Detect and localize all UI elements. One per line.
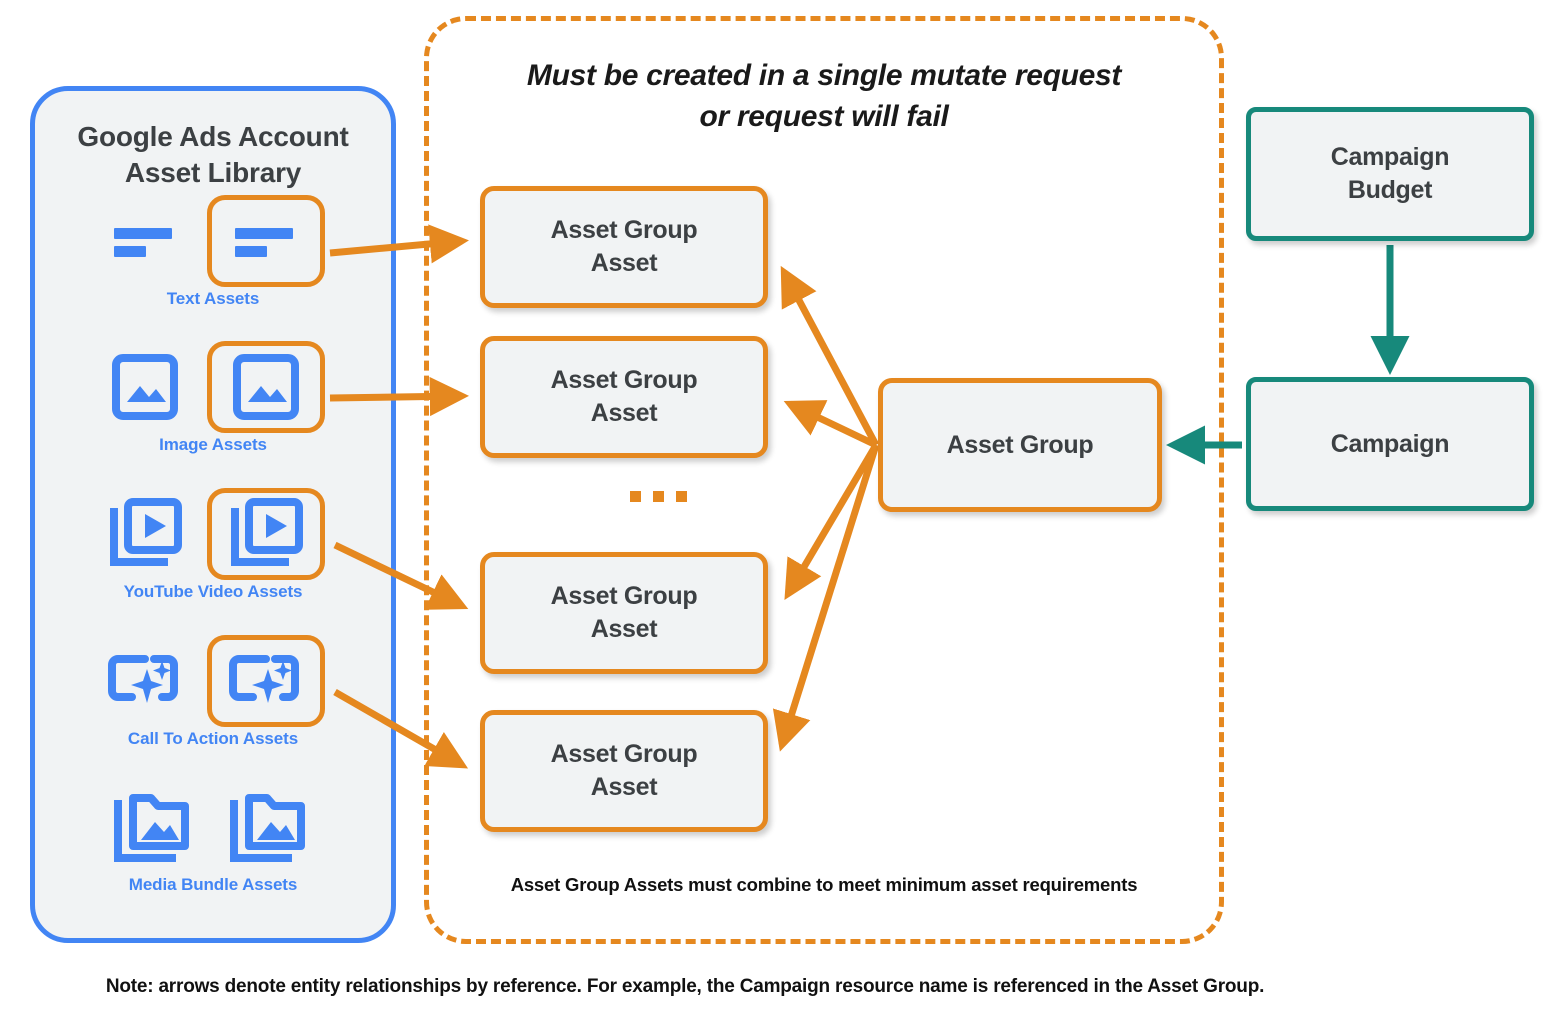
image-asset-icon [233, 354, 299, 420]
mutate-note-line1: Must be created in a single mutate reque… [526, 59, 1122, 92]
library-item-youtube-video-assets[interactable]: YouTube Video Assets [35, 488, 391, 614]
campaign-budget-node[interactable]: Campaign Budget [1246, 107, 1534, 241]
node-label-line2: Asset [590, 399, 658, 427]
ellipsis-dot [676, 491, 687, 502]
text-asset-icon-plain [101, 200, 189, 282]
ellipsis-indicator [630, 491, 687, 502]
node-label-line1: Asset Group [550, 582, 698, 610]
node-label: Campaign Budget [1330, 141, 1450, 207]
bottom-note: Note: arrows denote entity relationships… [105, 976, 1265, 997]
node-label-line2: Asset [590, 773, 658, 801]
mutate-note-line2: or request will fail [699, 99, 949, 133]
media-bundle-asset-icon [230, 794, 305, 862]
asset-group-asset-node[interactable]: Asset Group Asset [480, 336, 768, 458]
mutate-region-note: Must be created in a single mutate reque… [424, 56, 1224, 137]
youtube-video-asset-icon [110, 498, 182, 566]
node-label: Asset Group Asset [551, 214, 698, 280]
asset-group-asset-node[interactable]: Asset Group Asset [480, 710, 768, 832]
library-title-line2: Asset Library [124, 157, 302, 189]
node-label-line1: Campaign [1330, 143, 1450, 171]
text-asset-icon-group [35, 195, 391, 287]
library-item-label: Call To Action Assets [127, 729, 299, 748]
media-bundle-asset-icon-plain-1 [111, 786, 199, 868]
library-item-label: YouTube Video Assets [123, 582, 303, 601]
asset-group-asset-node[interactable]: Asset Group Asset [480, 186, 768, 308]
library-title-line1: Google Ads Account [77, 121, 349, 152]
call-to-action-asset-icon-plain [101, 640, 189, 722]
node-label-line1: Asset Group [550, 366, 698, 394]
node-label-line1: Asset Group [550, 216, 698, 244]
library-item-call-to-action-assets[interactable]: Call To Action Assets [35, 635, 391, 761]
call-to-action-asset-icon [229, 655, 299, 703]
node-label: Asset Group [946, 430, 1094, 459]
asset-group-node[interactable]: Asset Group [878, 378, 1162, 512]
ellipsis-dot [630, 491, 641, 502]
node-label-line2: Budget [1347, 176, 1433, 204]
asset-library-title: Google Ads Account Asset Library [35, 119, 391, 192]
asset-group-asset-node[interactable]: Asset Group Asset [480, 552, 768, 674]
image-asset-icon [112, 354, 178, 420]
ellipsis-dot [653, 491, 664, 502]
image-asset-icon-selected[interactable] [207, 341, 325, 433]
call-to-action-asset-icon [108, 655, 178, 703]
media-bundle-asset-icon-group [35, 781, 391, 873]
youtube-video-asset-icon-plain [101, 493, 189, 575]
node-label: Asset Group Asset [551, 364, 698, 430]
call-to-action-asset-icon-selected[interactable] [207, 635, 325, 727]
text-asset-icon-selected[interactable] [207, 195, 325, 287]
text-asset-icon [114, 228, 172, 257]
node-label-line2: Asset [590, 249, 658, 277]
text-asset-icon [235, 228, 293, 257]
library-item-media-bundle-assets[interactable]: Media Bundle Assets [35, 781, 391, 907]
call-to-action-asset-icon-group [35, 635, 391, 727]
youtube-video-asset-icon-group [35, 488, 391, 580]
media-bundle-asset-icon-plain-2 [227, 786, 315, 868]
library-item-label: Image Assets [159, 435, 267, 454]
media-bundle-asset-icon [114, 794, 189, 862]
mutate-region-footer: Asset Group Assets must combine to meet … [510, 874, 1138, 895]
asset-library-panel: Google Ads Account Asset Library [30, 86, 396, 943]
node-label-line2: Asset [590, 615, 658, 643]
youtube-video-asset-icon-selected[interactable] [207, 488, 325, 580]
library-item-text-assets[interactable]: Text Assets [35, 195, 391, 321]
campaign-node[interactable]: Campaign [1246, 377, 1534, 511]
library-item-label: Text Assets [166, 289, 260, 308]
image-asset-icon-group [35, 341, 391, 433]
node-label-line1: Asset Group [550, 740, 698, 768]
node-label: Asset Group Asset [551, 580, 698, 646]
youtube-video-asset-icon [231, 498, 303, 566]
image-asset-icon-plain [101, 346, 189, 428]
node-label: Asset Group Asset [551, 738, 698, 804]
library-item-label: Media Bundle Assets [128, 875, 298, 894]
node-label: Campaign [1330, 429, 1450, 458]
library-item-image-assets[interactable]: Image Assets [35, 341, 391, 467]
